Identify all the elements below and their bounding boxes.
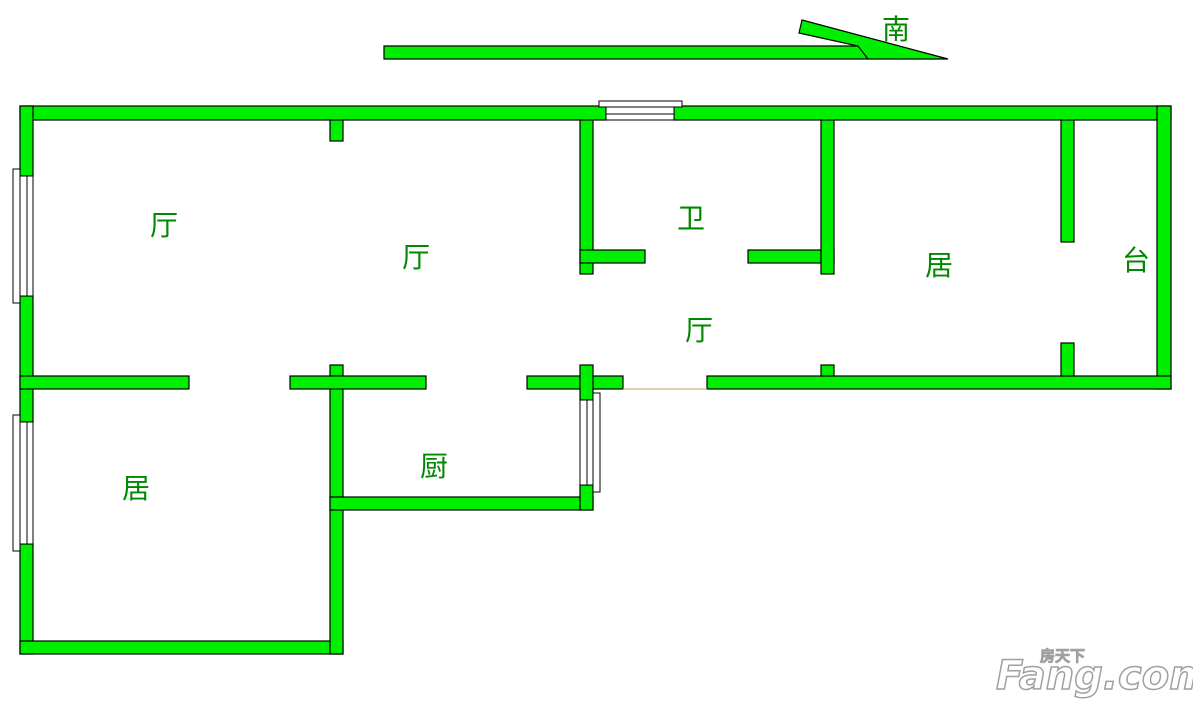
room-label-bathroom: 卫	[677, 202, 705, 235]
window-west-bedroom	[12, 414, 34, 552]
room-label-hall-east: 厅	[685, 314, 713, 347]
walls	[19, 105, 1172, 655]
watermark-brand-en: Fang.com	[996, 653, 1193, 699]
compass-label: 南	[882, 13, 910, 46]
room-label-living-center: 厅	[402, 241, 430, 274]
room-label-living-west: 厅	[150, 209, 178, 242]
window-top-bathroom	[598, 100, 683, 121]
window-kitchen-east	[579, 392, 601, 493]
watermark-logo: 房天下 Fang.com	[995, 647, 1193, 700]
window-west-living	[12, 168, 34, 304]
room-label-balcony: 台	[1122, 244, 1150, 277]
watermark-brand-cn: 房天下	[1040, 647, 1085, 665]
room-label-bedroom-east: 居	[925, 249, 953, 282]
room-label-kitchen: 厨	[420, 450, 448, 483]
south-arrow	[383, 19, 949, 60]
room-label-bedroom-west: 居	[122, 472, 150, 505]
